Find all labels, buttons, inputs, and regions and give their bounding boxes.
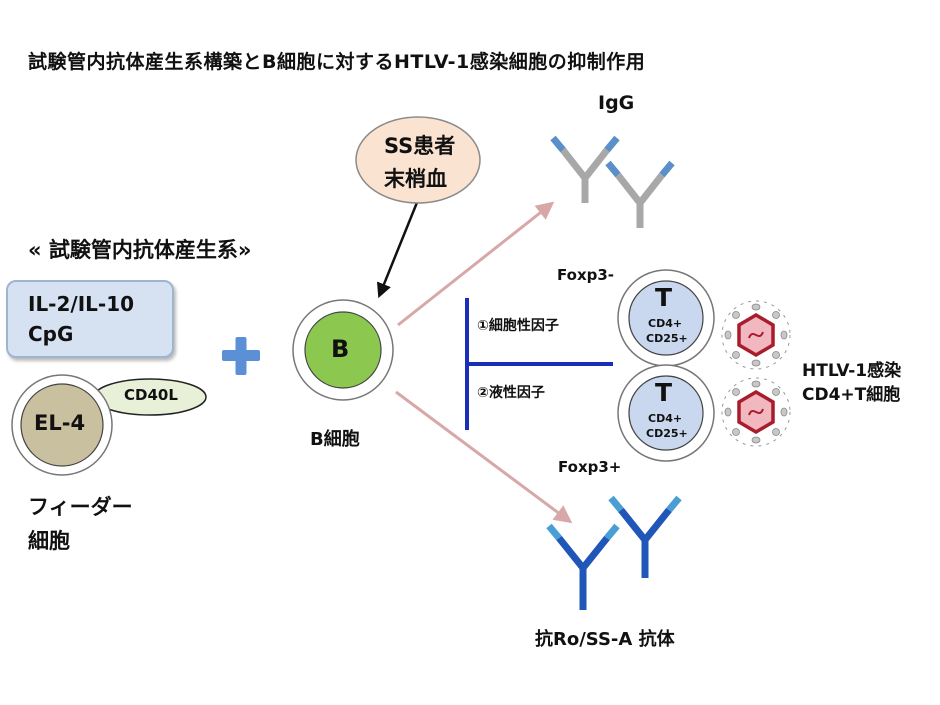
t-cell-top-marker-1: CD4+ [648, 317, 683, 330]
foxp3-negative-label: Foxp3- [557, 266, 615, 284]
htlv1-group-line-1: HTLV-1感染 [802, 361, 902, 381]
patient-line-1: SS患者 [384, 134, 456, 158]
patient-line-2: 末梢血 [384, 167, 447, 191]
b-cell [304, 311, 382, 389]
reagent-line-2: CpG [28, 322, 74, 346]
t-cell-top [628, 280, 704, 356]
igg-antibody-icon [605, 160, 675, 228]
t-cell-bottom-marker-1: CD4+ [648, 412, 683, 425]
factor-2-label: ②液性因子 [477, 385, 545, 401]
plus-icon [222, 337, 260, 375]
inhibition-bracket [465, 298, 613, 430]
feeder-caption-1: フィーダー [28, 495, 133, 519]
callout-arrow [376, 199, 420, 299]
htlv1-virus-icon [721, 300, 791, 370]
factor-1-label: ①細胞性因子 [477, 318, 559, 334]
igg-label: IgG [598, 92, 635, 114]
cd40l-label: CD40L [124, 386, 178, 404]
htlv1-group-line-2: CD4+T細胞 [802, 385, 901, 405]
t-cell-bottom-marker-2: CD25+ [646, 427, 688, 440]
reagent-box: IL-2/IL-10 CpG [6, 280, 174, 358]
b-cell-label: B [331, 335, 350, 363]
b-cell-caption: B細胞 [310, 429, 360, 450]
t-cell-bottom-label: T [655, 378, 673, 407]
el4-label: EL-4 [34, 411, 86, 435]
el4-cell [20, 383, 104, 467]
feeder-caption-2: 細胞 [28, 529, 70, 553]
t-cell-top-marker-2: CD25+ [646, 332, 688, 345]
arrow-to-anti-ro [395, 390, 573, 524]
anti-ro-label: 抗Ro/SS-A 抗体 [535, 629, 675, 650]
anti-ro-antibody-icon [546, 523, 620, 610]
patient-blood-callout [355, 116, 481, 204]
section-header: « 試験管内抗体産生系» [28, 238, 252, 262]
diagram-title: 試験管内抗体産生系構築とB細胞に対するHTLV-1感染細胞の抑制作用 [28, 51, 646, 73]
anti-ro-antibody-icon [608, 495, 682, 578]
t-cell-top-label: T [655, 283, 673, 312]
htlv1-virus-icon [721, 377, 791, 447]
igg-antibody-icon [550, 135, 620, 203]
reagent-line-1: IL-2/IL-10 [28, 292, 135, 316]
t-cell-bottom [628, 375, 704, 451]
foxp3-positive-label: Foxp3+ [558, 458, 622, 476]
arrow-to-igg [397, 201, 555, 327]
